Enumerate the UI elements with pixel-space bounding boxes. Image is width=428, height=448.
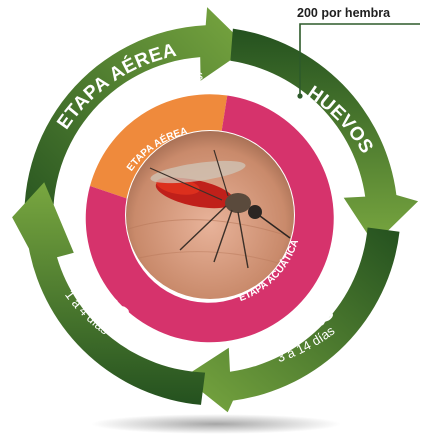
eggs-count-callout: 200 por hembra <box>297 6 390 20</box>
base-shadow <box>91 414 341 434</box>
stage-subtitle-etapa-aerea: 2 días <box>165 68 204 88</box>
callout-dot <box>297 93 302 98</box>
